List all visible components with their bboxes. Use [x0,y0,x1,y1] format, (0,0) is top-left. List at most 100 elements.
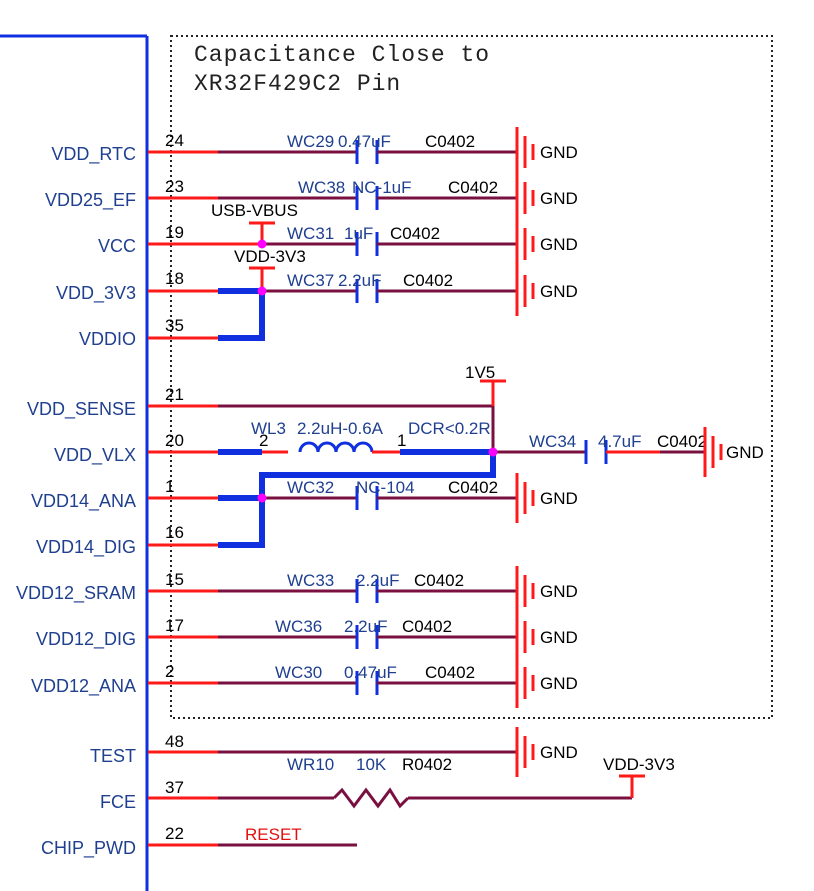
inductor-pin1: 1 [397,431,406,450]
pin-number: 23 [165,177,184,196]
vdd14-net [148,472,517,548]
pin-label-vdd-sense: VDD_SENSE [27,399,136,420]
note-title-line1: Capacitance Close to [194,42,490,68]
inductor-pin2: 2 [259,431,268,450]
gnd-symbol [515,727,535,777]
junction-dot [257,239,267,249]
cap-ref-wc36: WC36 [275,617,322,636]
resistor-wr10 [332,787,410,809]
net-label-1v5: 1V5 [465,363,495,382]
gnd-symbol [515,266,535,316]
junction-dot [257,286,267,296]
cap-row-wc30 [148,671,517,695]
pin-number: 37 [165,778,184,797]
gnd-label: GND [540,674,578,693]
cap-value-wc29: 0.47uF [338,132,391,151]
pin-number: 2 [165,662,174,681]
gnd-label: GND [540,743,578,762]
gnd-label: GND [540,143,578,162]
gnd-labels: GND GND GND GND GND GND GND GND GND GND [540,143,764,762]
pin-number: 17 [165,616,184,635]
pin-label-vdd-3v3: VDD_3V3 [56,283,136,304]
cap-ref-wc33: WC33 [287,571,334,590]
cap-package-wc33: C0402 [414,571,464,590]
gnd-symbol [515,612,535,662]
cap-ref-wc31: WC31 [287,224,334,243]
inductor-dcr: DCR<0.2R [408,419,491,438]
gnd-label: GND [540,628,578,647]
cap-package-wc37: C0402 [403,271,453,290]
gnd-symbol [703,427,723,477]
gnd-label: GND [540,189,578,208]
cap-row-wc29 [148,140,517,164]
pin-number: 21 [165,385,184,404]
pin-label-vdd14-dig: VDD14_DIG [36,537,136,558]
pin-label-vcc: VCC [98,236,136,256]
gnd-symbols [515,127,723,777]
pin-label-vddio: VDDIO [79,329,136,349]
vdd-sense-net [148,379,506,452]
gnd-label: GND [540,582,578,601]
usb-vbus-net [218,221,275,249]
gnd-symbol [515,566,535,616]
cap-value-wc31: 1uF [344,224,373,243]
cap-row-wc37 [148,279,517,303]
cap-row-wc38 [148,186,517,210]
inductor-value: 2.2uH-0.6A [297,419,384,438]
net-label-vdd-3v3-right: VDD-3V3 [603,755,675,774]
net-label-usb-vbus: USB-VBUS [211,201,298,220]
pin-label-vdd-vlx: VDD_VLX [54,445,136,466]
inductor-ref: WL3 [251,419,286,438]
cap-ref-wc32: WC32 [287,478,334,497]
pin-number: 35 [165,316,184,335]
pin-label-vdd-rtc: VDD_RTC [51,144,136,165]
pin-label-test: TEST [90,746,136,766]
pin-number: 16 [165,523,184,542]
cap-value-wc30: 0.47uF [344,663,397,682]
junction-dot [257,493,267,503]
gnd-label: GND [726,443,764,462]
gnd-symbol [515,473,535,523]
note-title-line2: XR32F429C2 Pin [194,71,401,97]
inductor-wl3 [298,441,374,453]
cap-ref-wc29: WC29 [287,132,334,151]
cap-value-wc38: NC-1uF [352,178,412,197]
cap-row-wc36 [148,625,517,649]
vdd-vlx-net [148,440,705,478]
pin-number: 19 [165,223,184,242]
pin-labels: VDD_RTC VDD25_EF VCC VDD_3V3 VDDIO VDD_S… [16,144,136,859]
cap-value-wc36: 2.2uF [344,617,387,636]
resistor-ref: WR10 [287,755,334,774]
pin-label-vdd12-dig: VDD12_DIG [36,629,136,650]
fce-net [148,774,645,809]
cap-value-wc37: 2.2uF [338,271,381,290]
cap-package-wc29: C0402 [425,132,475,151]
pin-label-vdd12-sram: VDD12_SRAM [16,583,136,604]
resistor-package: R0402 [402,755,452,774]
cap-package-wc38: C0402 [448,178,498,197]
pin-number: 20 [165,431,184,450]
pin-number: 48 [165,732,184,751]
pin-number: 22 [165,824,184,843]
pin-label-vdd12-ana: VDD12_ANA [31,676,136,697]
pin-numbers: 24 23 19 18 35 21 20 1 16 15 17 2 48 37 … [165,131,184,843]
cap-package-wc34: C0402 [657,432,707,451]
cap-value-wc32: NC-104 [356,478,415,497]
gnd-symbol [515,127,535,177]
gnd-symbol [515,173,535,223]
pin-label-fce: FCE [100,792,136,812]
cap-ref-wc30: WC30 [275,663,322,682]
cap-package-wc31: C0402 [390,224,440,243]
net-label-vdd-3v3: VDD-3V3 [234,247,306,266]
pin-label-chip-pwd: CHIP_PWD [41,838,136,859]
cap-row-wc33 [148,579,517,603]
resistor-value: 10K [356,755,387,774]
cap-ref-wc37: WC37 [287,271,334,290]
pin-number: 15 [165,570,184,589]
pin-number: 1 [165,477,174,496]
cap-package-wc32: C0402 [448,478,498,497]
cap-package-wc30: C0402 [425,663,475,682]
cap-value-wc33: 2.2uF [356,571,399,590]
capacitance-note-box [170,35,773,719]
